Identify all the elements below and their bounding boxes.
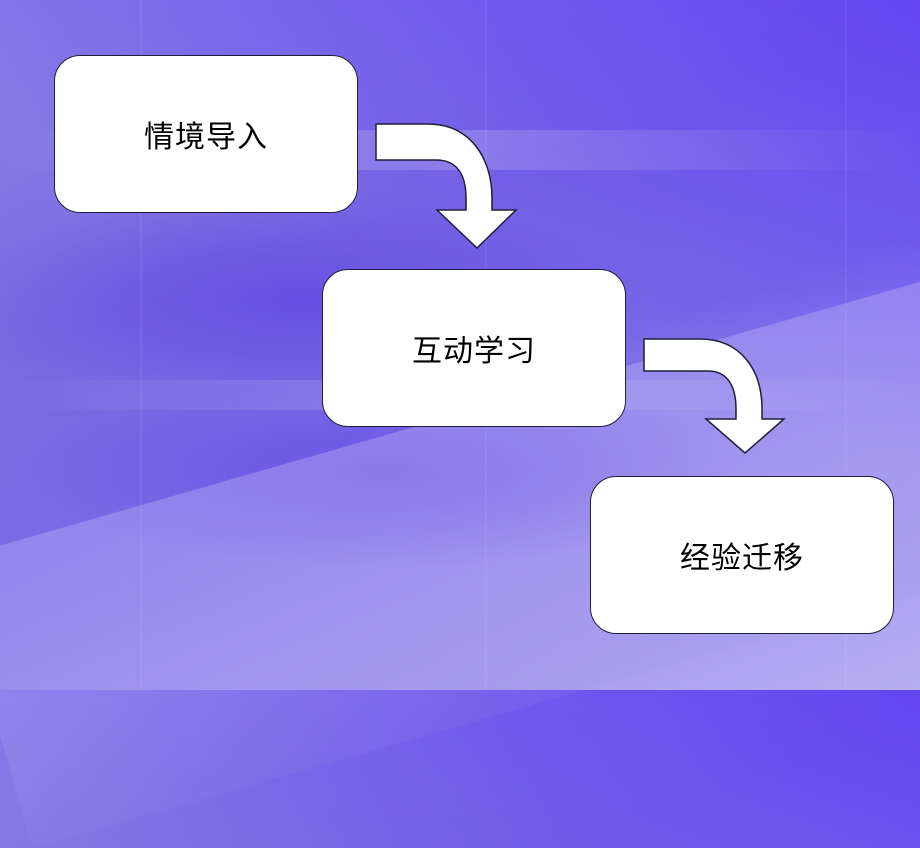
- background-gridline: [140, 0, 142, 690]
- curved-down-arrow-icon: [643, 338, 787, 454]
- step-label: 互动学习: [412, 334, 536, 369]
- step-box-3: 经验迁移: [590, 476, 894, 634]
- step-box-1: 情境导入: [54, 55, 358, 213]
- step-label: 经验迁移: [680, 541, 804, 576]
- curved-down-arrow-icon: [375, 123, 518, 250]
- step-box-2: 互动学习: [322, 269, 626, 427]
- step-label: 情境导入: [144, 120, 268, 155]
- background-gridline: [845, 0, 847, 690]
